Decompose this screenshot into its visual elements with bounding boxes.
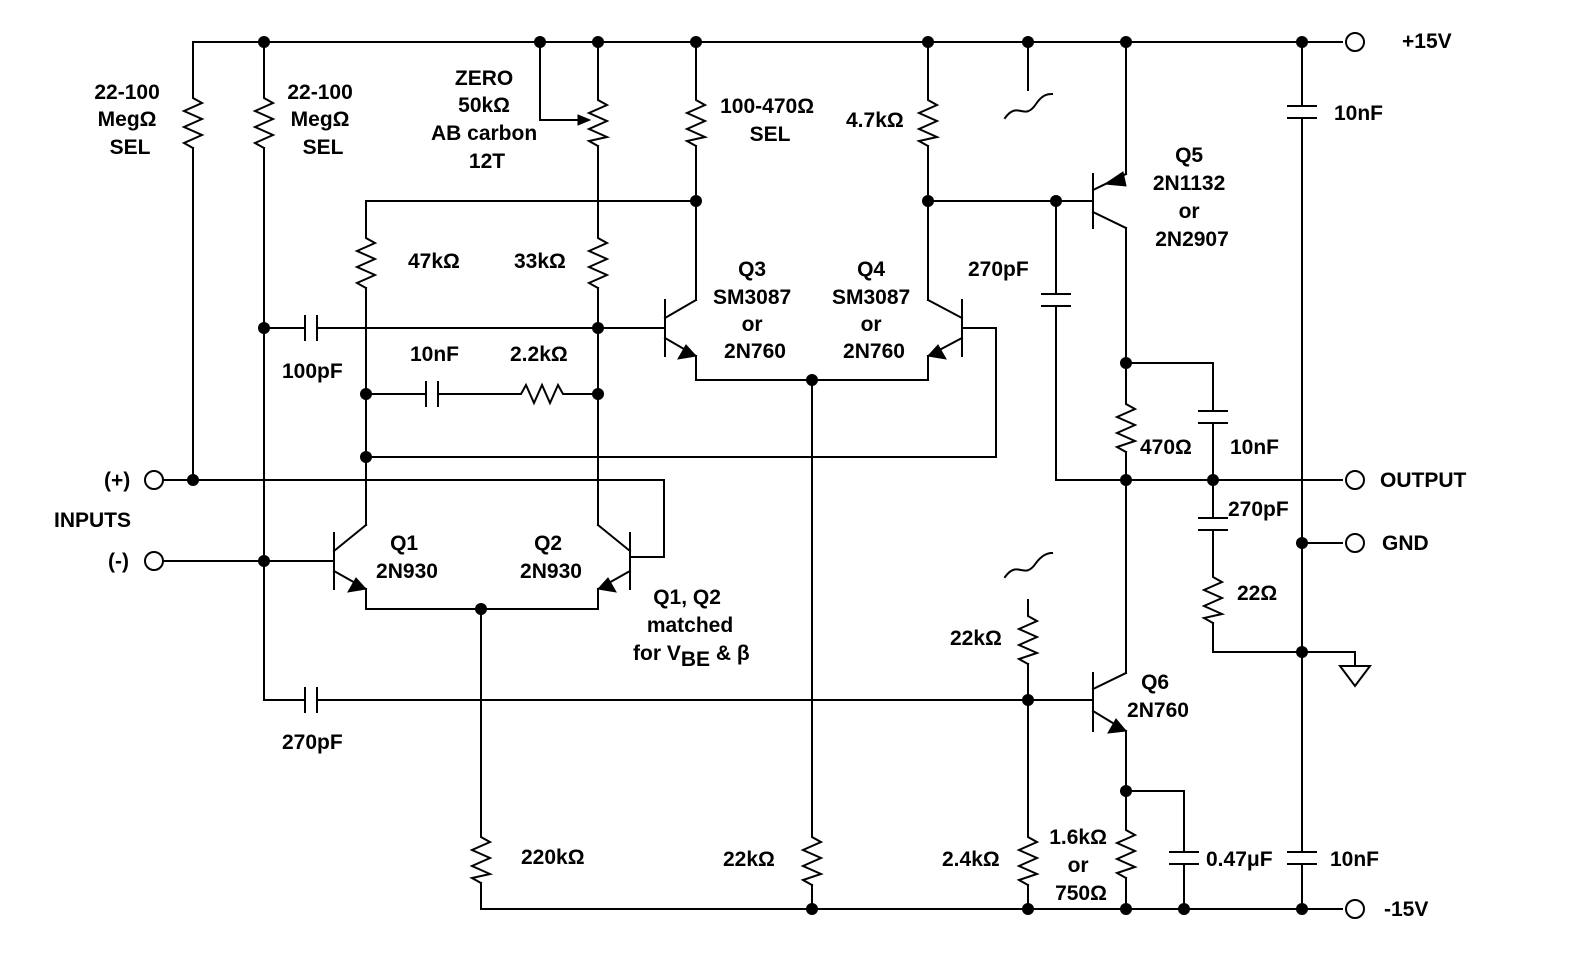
q5-emitter-arrow [1103,171,1127,187]
resistor-22k-tail [800,832,824,887]
wires [162,41,1356,910]
label-inputs: INPUTS [54,509,131,532]
label-q5: Q5 2N1132 or 2N2907 [1153,144,1231,251]
label-r-4k7: 4.7kΩ [846,109,904,132]
label-neg-15v: -15V [1384,898,1428,921]
terminal-neg-15v [1345,899,1365,919]
resistor-100-470 [684,95,709,148]
transistor-q3 [663,298,698,358]
potentiometer-zero [586,95,611,148]
transistor-q2 [596,523,632,591]
q3-emitter-arrow [677,344,697,360]
transistor-q4 [926,298,964,358]
resistor-220k [469,832,494,885]
label-c-10nf-bottom: 10nF [1330,848,1379,871]
resistor-sel-left [181,93,205,150]
label-c-100pf: 100pF [282,360,343,383]
capacitors [304,105,1317,865]
label-gnd: GND [1382,532,1429,555]
label-pos-15v: +15V [1402,30,1452,53]
squiggle-bottom-icon [1003,551,1054,579]
label-r-22: 22Ω [1237,582,1277,605]
label-r-22k-q6: 22kΩ [950,627,1002,650]
junctions [187,36,1308,915]
resistor-47k [354,233,378,290]
terminal-gnd [1345,533,1365,553]
label-c-10nf-top: 10nF [1334,102,1383,125]
label-input-minus: (-) [108,550,129,573]
label-c-10nf-out: 10nF [1230,436,1279,459]
resistor-22k-q6 [1016,611,1040,666]
label-output: OUTPUT [1380,469,1467,492]
terminal-output [1345,470,1365,490]
capacitor-10nF-bottom [1287,851,1317,865]
label-c-270pf-out: 270pF [1228,498,1289,521]
label-c-047uf: 0.47μF [1206,848,1273,871]
label-matched-note: Q1, Q2 matched [647,586,733,637]
label-r-470: 470Ω [1140,436,1192,459]
capacitor-047uF [1169,851,1199,865]
label-c-270pf-q5: 270pF [968,258,1029,281]
capacitor-270pF-out [1198,517,1228,531]
pot-wiper-arrow [577,114,592,126]
capacitor-100pF [304,315,318,341]
resistor-470 [1114,399,1138,454]
label-r-2k4: 2.4kΩ [942,848,1000,871]
labels: +15V OUTPUT GND -15V (+) INPUTS (-) 22-1… [54,30,1467,921]
label-q6: Q6 2N760 [1127,671,1189,722]
transistor-q6 [1091,671,1128,733]
label-r-33k: 33kΩ [514,250,566,273]
label-pot-zero: ZERO 50kΩ AB carbon 12T [431,67,543,173]
capacitor-270pF-left [304,687,318,713]
capacitor-270pF-q5 [1041,293,1071,307]
capacitor-10nF-out [1198,410,1228,424]
capacitor-10nF-comp [425,381,439,407]
label-r-220k: 220kΩ [521,846,585,869]
label-r-sel-mid: 22-100 MegΩ SEL [287,81,358,159]
resistor-33k [586,233,610,290]
resistor-2k2 [516,382,568,406]
label-r-22k-tail: 22kΩ [723,848,775,871]
resistors [181,93,1226,887]
q6-emitter-arrow [1107,718,1127,734]
resistor-4k7 [916,95,941,148]
label-r-sel-left: 22-100 MegΩ SEL [94,81,165,159]
label-matched-for: for VBE & β [633,642,750,671]
q2-emitter-arrow [597,577,617,593]
q1-emitter-arrow [347,577,367,593]
q4-emitter-arrow [927,344,947,360]
resistor-sel-mid [252,93,276,150]
label-c-10nf-comp: 10nF [410,343,459,366]
label-input-plus: (+) [104,469,130,492]
squiggle-top-icon [1003,92,1054,120]
resistor-emitter [1114,825,1138,880]
capacitor-10nF-top [1287,105,1317,119]
label-r-47k: 47kΩ [408,250,460,273]
resistor-22 [1201,572,1226,625]
terminal-pos-15v [1345,32,1365,52]
terminal-input-minus [144,551,164,571]
label-r-load-sel: 100-470Ω SEL [720,95,820,146]
label-r-emitter: 1.6kΩ or 750Ω [1049,826,1113,905]
transistor-q1 [332,523,368,591]
resistor-2k4 [1016,832,1040,887]
label-r-2k2: 2.2kΩ [510,343,568,366]
label-q3: Q3 SM3087 or 2N760 [713,258,797,363]
label-q2: Q2 2N930 [520,532,582,583]
terminal-input-plus [144,470,164,490]
label-q4: Q4 SM3087 or 2N760 [832,258,916,363]
label-c-270pf-left: 270pF [282,731,343,754]
label-q1: Q1 2N930 [376,532,438,583]
ground-icon [1338,665,1372,688]
